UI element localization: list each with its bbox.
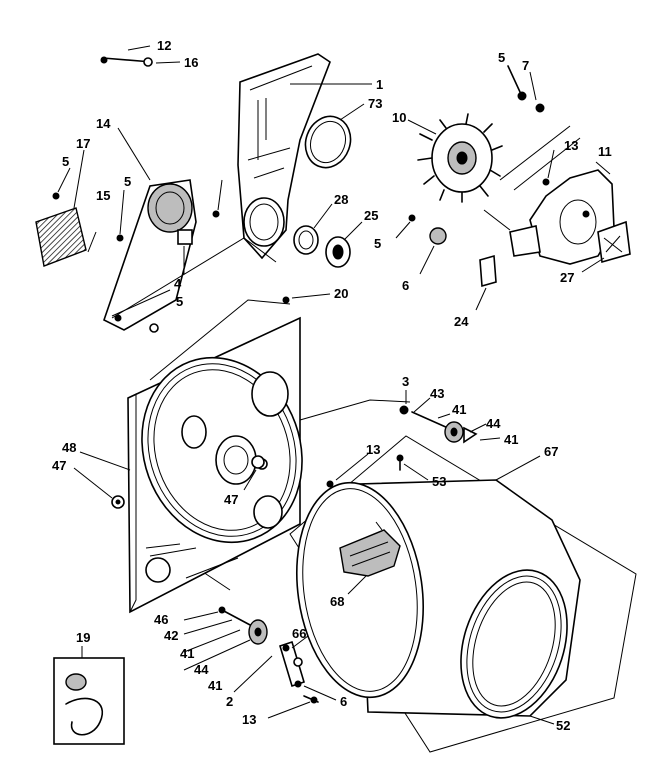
part-label-15: 15: [96, 188, 110, 203]
part-label-48: 48: [62, 440, 76, 455]
part-label-5: 5: [374, 236, 381, 251]
part-label-16: 16: [184, 55, 198, 70]
part-label-44: 44: [486, 416, 501, 431]
lint-screen-part: [35, 149, 87, 267]
part-label-6: 6: [402, 278, 409, 293]
gasket-73-part: [304, 103, 365, 169]
bracket-housing-part: [87, 127, 197, 333]
seal-28-part: [293, 203, 333, 255]
part-label-5: 5: [62, 154, 69, 169]
part-label-2: 2: [226, 694, 233, 709]
part-label-7: 7: [522, 58, 529, 73]
part-label-41: 41: [452, 402, 466, 417]
rear-panel-part: [79, 316, 303, 614]
part-labels: 12 16 1 73 5 7 10 13 11 14 17 5 5 15 28 …: [52, 38, 612, 733]
part-label-42: 42: [164, 628, 178, 643]
part-label-13: 13: [564, 138, 578, 153]
part-label-67: 67: [544, 444, 558, 459]
part-label-47: 47: [52, 458, 66, 473]
top-screw-part: [100, 45, 181, 67]
part-label-41: 41: [180, 646, 194, 661]
part-label-5: 5: [176, 294, 183, 309]
part-label-41: 41: [208, 678, 222, 693]
screw-7-part: [499, 71, 581, 191]
part-label-5: 5: [498, 50, 505, 65]
dryer-drum-part: [289, 435, 637, 753]
part-label-1: 1: [376, 77, 383, 92]
part-label-68: 68: [330, 594, 344, 609]
screw-13-mid: [326, 453, 369, 488]
part-label-43: 43: [430, 386, 444, 401]
part-label-66: 66: [292, 626, 306, 641]
part-label-12: 12: [157, 38, 171, 53]
part-label-11: 11: [598, 144, 612, 159]
screw-5-top-right: [507, 65, 527, 101]
part-label-20: 20: [334, 286, 348, 301]
idler-arm-part: [267, 635, 337, 719]
part-label-13: 13: [242, 712, 256, 727]
blower-wheel-part: [407, 113, 503, 203]
part-label-3: 3: [402, 374, 409, 389]
part-label-52: 52: [556, 718, 570, 733]
part-label-19: 19: [76, 630, 90, 645]
screw-20-part: [282, 293, 331, 304]
clip-4-part: [177, 179, 223, 274]
screw-5-mid-right: [395, 214, 416, 239]
part-label-27: 27: [560, 270, 574, 285]
nut-6-part: [419, 227, 447, 275]
part-label-73: 73: [368, 96, 382, 111]
part-label-14: 14: [96, 116, 111, 131]
part-label-13: 13: [366, 442, 380, 457]
bearing-assembly-upper: [399, 390, 501, 444]
screw-53-part: [396, 454, 429, 481]
part-label-25: 25: [364, 208, 378, 223]
part-label-47: 47: [224, 492, 238, 507]
part-label-17: 17: [76, 136, 90, 151]
part-label-24: 24: [454, 314, 469, 329]
part-label-10: 10: [392, 110, 406, 125]
seal-25-part: [325, 221, 363, 268]
part-label-41: 41: [504, 432, 518, 447]
grommet-47-center: [243, 455, 265, 491]
part-label-4: 4: [174, 276, 182, 291]
grommet-47-left: [73, 467, 125, 509]
part-label-44: 44: [194, 662, 209, 677]
part-label-46: 46: [154, 612, 168, 627]
blower-housing-part: [237, 53, 372, 260]
bearing-assembly-lower: [183, 606, 273, 693]
plate-27-part: [581, 220, 631, 273]
part-label-6: 6: [340, 694, 347, 709]
clip-24-part: [475, 254, 497, 311]
part-label-28: 28: [334, 192, 348, 207]
part-label-5: 5: [124, 174, 131, 189]
part-label-53: 53: [432, 474, 446, 489]
inset-box-19: [53, 646, 125, 745]
fan-housing-11-part: [483, 149, 615, 265]
